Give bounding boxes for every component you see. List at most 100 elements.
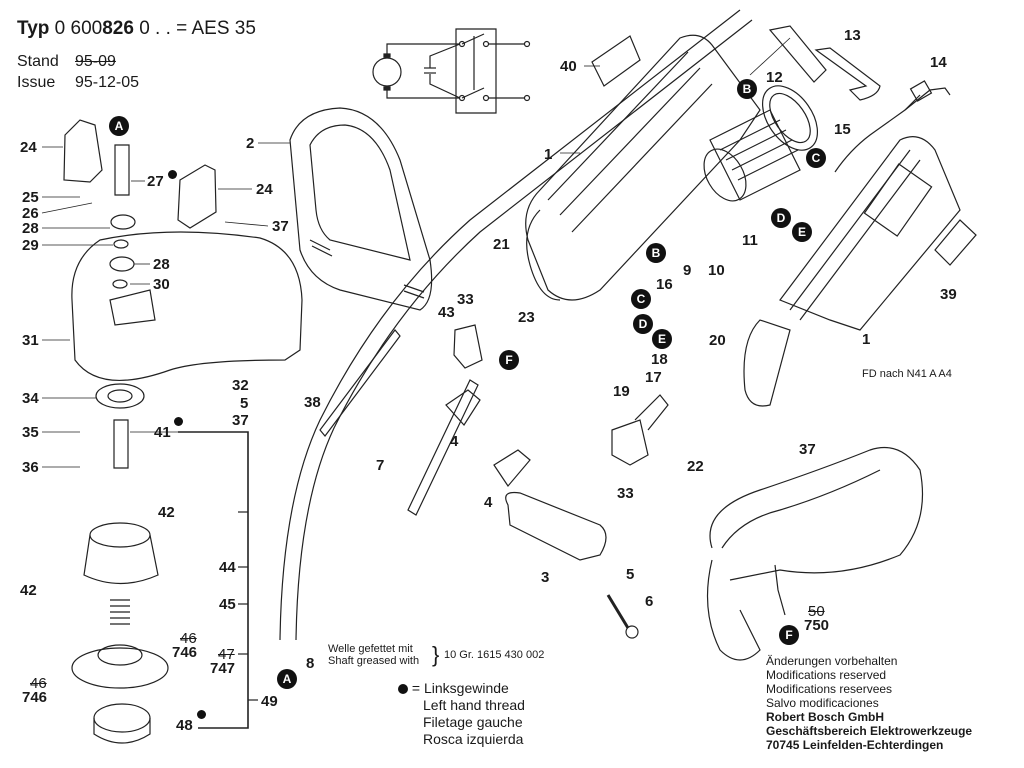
part-1-housing-right bbox=[744, 137, 960, 406]
part-label: 31 bbox=[22, 332, 39, 349]
footer-line: Änderungen vorbehalten bbox=[766, 654, 898, 668]
part-label: 6 bbox=[645, 593, 654, 610]
callout-c: C bbox=[631, 289, 651, 309]
part-label: 37 bbox=[799, 441, 816, 458]
part-31-grass-guard bbox=[72, 232, 302, 380]
legend-line: Left hand thread bbox=[423, 697, 525, 713]
part-24-clamp-right bbox=[178, 165, 216, 228]
part-label: 37 bbox=[272, 218, 289, 235]
part-33-cover-left bbox=[454, 325, 482, 368]
part-1-housing-left bbox=[526, 35, 760, 300]
left-hand-thread-marker bbox=[197, 710, 206, 719]
left-hand-thread-marker bbox=[174, 417, 183, 426]
part-label: 7 bbox=[376, 457, 385, 474]
part-48-knob bbox=[94, 704, 150, 743]
part-label: 49 bbox=[261, 693, 278, 710]
part-label: 36 bbox=[22, 459, 39, 476]
part-label: 24 bbox=[20, 139, 37, 156]
part-label: 42 bbox=[20, 582, 37, 599]
part-label: 25 bbox=[22, 189, 39, 206]
part-45-spring bbox=[110, 600, 130, 624]
part-label: 19 bbox=[613, 383, 630, 400]
callout-a: A bbox=[109, 116, 129, 136]
part-label: 5 bbox=[626, 566, 635, 583]
part-30-ring bbox=[113, 280, 127, 288]
part-4-clamp-upper bbox=[446, 390, 480, 425]
callout-e: E bbox=[792, 222, 812, 242]
part-6-screw bbox=[608, 595, 628, 628]
document-title: Typ 0 600826 0 . . = AES 35 bbox=[17, 18, 256, 40]
grease-note: Welle gefettet mit Shaft greased with bbox=[328, 643, 419, 667]
type-suffix: 0 . . = AES 35 bbox=[139, 18, 256, 39]
type-prefix: Typ bbox=[17, 18, 50, 39]
part-label: 13 bbox=[844, 27, 861, 44]
part-label: 26 bbox=[22, 205, 39, 222]
part-label-superseded: 46 bbox=[30, 675, 47, 692]
part-label: 22 bbox=[687, 458, 704, 475]
part-40-label-card bbox=[592, 36, 640, 86]
thread-legend: = Linksgewinde Left hand thread Filetage… bbox=[398, 680, 525, 748]
left-hand-thread-marker bbox=[168, 170, 177, 179]
callout-e: E bbox=[652, 329, 672, 349]
part-label: 750 bbox=[804, 617, 830, 634]
type-number-b: 826 bbox=[102, 18, 134, 39]
part-label: 4 bbox=[450, 433, 459, 450]
legend-equals: = bbox=[411, 680, 421, 696]
footer-line: Modifications reserved bbox=[766, 668, 887, 682]
part-label-superseded: 50 bbox=[808, 603, 825, 620]
tube-segment bbox=[408, 380, 478, 515]
part-label: 27 bbox=[147, 173, 164, 190]
callout-b: B bbox=[646, 243, 666, 263]
callout-f: F bbox=[499, 350, 519, 370]
callout-f: F bbox=[779, 625, 799, 645]
part-label: 39 bbox=[940, 286, 957, 303]
callout-a: A bbox=[277, 669, 297, 689]
part-label: 33 bbox=[617, 485, 634, 502]
legend-line: Rosca izquierda bbox=[423, 731, 524, 747]
part-label: 11 bbox=[742, 232, 758, 249]
grease-note-de: Welle gefettet mit bbox=[328, 643, 413, 655]
part-11-motor bbox=[695, 110, 800, 208]
part-label: 2 bbox=[246, 135, 255, 152]
grease-part-number: 10 Gr. 1615 430 002 bbox=[444, 649, 545, 661]
part-label: 21 bbox=[493, 236, 510, 253]
fd-note: FD nach N41 A A4 bbox=[862, 368, 952, 380]
part-34-flange bbox=[96, 384, 144, 408]
part-label: 32 bbox=[232, 377, 249, 394]
part-27-spindle bbox=[115, 145, 129, 195]
part-label: 18 bbox=[651, 351, 668, 368]
brace-icon: } bbox=[432, 642, 440, 667]
part-14-15-power-cable bbox=[835, 81, 950, 172]
part-label: 45 bbox=[219, 596, 236, 613]
part-label: 41 bbox=[154, 424, 171, 441]
part-2-loop-handle bbox=[290, 108, 432, 310]
part-label: 15 bbox=[834, 121, 851, 138]
stand-value: 95-09 bbox=[75, 53, 116, 70]
legend-line: Linksgewinde bbox=[423, 680, 509, 696]
part-label: 24 bbox=[256, 181, 273, 198]
part-38-strip bbox=[320, 330, 400, 436]
part-41-shaft bbox=[114, 420, 128, 468]
part-label: 40 bbox=[560, 58, 577, 75]
grease-note-en: Shaft greased with bbox=[328, 655, 420, 667]
part-29-spacer bbox=[114, 240, 128, 248]
callout-b: B bbox=[737, 79, 757, 99]
part-label: 12 bbox=[766, 69, 783, 86]
part-label: 37 bbox=[232, 412, 249, 429]
part-label: 16 bbox=[656, 276, 673, 293]
part-label: 48 bbox=[176, 717, 193, 734]
footer-line: Modifications reservees bbox=[766, 682, 893, 696]
part-label: 42 bbox=[158, 504, 175, 521]
callout-d: D bbox=[633, 314, 653, 334]
issue-label: Issue bbox=[17, 74, 56, 91]
part-24-clamp-left bbox=[64, 120, 102, 182]
part-label: 14 bbox=[930, 54, 947, 71]
part-label: 746 bbox=[22, 689, 48, 706]
part-label: 5 bbox=[240, 395, 249, 412]
wiring-schematic bbox=[373, 29, 530, 113]
part-label: 3 bbox=[541, 569, 550, 586]
leader-lines bbox=[42, 38, 790, 467]
legend-line: Filetage gauche bbox=[423, 714, 523, 730]
